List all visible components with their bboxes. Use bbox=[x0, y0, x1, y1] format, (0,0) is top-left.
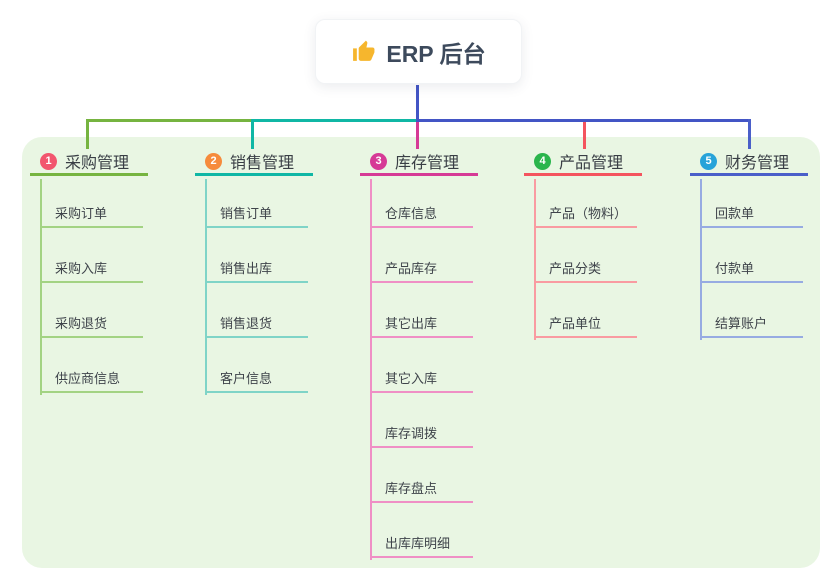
branch-label: 财务管理 bbox=[725, 155, 790, 172]
node-product-unit[interactable]: 产品单位 bbox=[534, 308, 637, 338]
connector-rail-blue bbox=[416, 119, 751, 122]
thumbs-up-icon bbox=[351, 39, 376, 64]
node-settlement-account[interactable]: 结算账户 bbox=[700, 308, 803, 338]
branch-label: 产品管理 bbox=[559, 155, 624, 172]
connector-root-stub bbox=[416, 85, 419, 121]
node-other-inbound[interactable]: 其它入库 bbox=[370, 363, 473, 393]
node-product-stock[interactable]: 产品库存 bbox=[370, 253, 473, 283]
branch-purchase: 1 采购管理 采购订单 采购入库 采购退货 供应商信息 bbox=[30, 149, 148, 395]
connector-stub-product bbox=[583, 119, 586, 149]
badge-4: 4 bbox=[534, 152, 551, 170]
badge-5: 5 bbox=[700, 152, 717, 170]
badge-2: 2 bbox=[205, 152, 222, 170]
connector-stub-inventory bbox=[416, 119, 419, 149]
branch-rail bbox=[40, 179, 42, 395]
connector-stub-purchase bbox=[86, 119, 89, 149]
node-payment-doc[interactable]: 付款单 bbox=[700, 253, 803, 283]
branch-header-purchase[interactable]: 1 采购管理 bbox=[30, 149, 148, 176]
node-sales-return[interactable]: 销售退货 bbox=[205, 308, 308, 338]
node-sales-order[interactable]: 销售订单 bbox=[205, 198, 308, 228]
branch-header-product[interactable]: 4 产品管理 bbox=[524, 149, 642, 176]
connector-stub-sales bbox=[251, 119, 254, 149]
connector-rail-teal bbox=[251, 119, 419, 122]
branch-label: 库存管理 bbox=[395, 155, 460, 172]
node-outbound-detail[interactable]: 出库库明细 bbox=[370, 528, 473, 558]
branch-rail bbox=[370, 179, 372, 560]
branch-header-sales[interactable]: 2 销售管理 bbox=[195, 149, 313, 176]
branch-product: 4 产品管理 产品（物料） 产品分类 产品单位 bbox=[524, 149, 642, 340]
branch-rail bbox=[534, 179, 536, 340]
root-label: ERP 后台 bbox=[386, 40, 486, 67]
mindmap-panel bbox=[22, 137, 820, 568]
node-other-outbound[interactable]: 其它出库 bbox=[370, 308, 473, 338]
node-stock-transfer[interactable]: 库存调拨 bbox=[370, 418, 473, 448]
branch-rail bbox=[205, 179, 207, 395]
node-product-category[interactable]: 产品分类 bbox=[534, 253, 637, 283]
node-sales-outbound[interactable]: 销售出库 bbox=[205, 253, 308, 283]
node-product-material[interactable]: 产品（物料） bbox=[534, 198, 637, 228]
branch-sales: 2 销售管理 销售订单 销售出库 销售退货 客户信息 bbox=[195, 149, 313, 395]
root-node[interactable]: ERP 后台 bbox=[315, 19, 522, 84]
branch-header-inventory[interactable]: 3 库存管理 bbox=[360, 149, 478, 176]
node-stock-count[interactable]: 库存盘点 bbox=[370, 473, 473, 503]
node-purchase-inbound[interactable]: 采购入库 bbox=[40, 253, 143, 283]
branch-label: 销售管理 bbox=[230, 155, 295, 172]
node-supplier-info[interactable]: 供应商信息 bbox=[40, 363, 143, 393]
node-warehouse-info[interactable]: 仓库信息 bbox=[370, 198, 473, 228]
node-purchase-return[interactable]: 采购退货 bbox=[40, 308, 143, 338]
badge-3: 3 bbox=[370, 152, 387, 170]
branch-label: 采购管理 bbox=[65, 155, 130, 172]
node-customer-info[interactable]: 客户信息 bbox=[205, 363, 308, 393]
branch-rail bbox=[700, 179, 702, 340]
badge-1: 1 bbox=[40, 152, 57, 170]
node-receipt-doc[interactable]: 回款单 bbox=[700, 198, 803, 228]
node-purchase-order[interactable]: 采购订单 bbox=[40, 198, 143, 228]
branch-header-finance[interactable]: 5 财务管理 bbox=[690, 149, 808, 176]
branch-inventory: 3 库存管理 仓库信息 产品库存 其它出库 其它入库 库存调拨 库存盘点 出库库… bbox=[360, 149, 478, 560]
branch-finance: 5 财务管理 回款单 付款单 结算账户 bbox=[690, 149, 808, 340]
connector-stub-finance bbox=[748, 119, 751, 149]
